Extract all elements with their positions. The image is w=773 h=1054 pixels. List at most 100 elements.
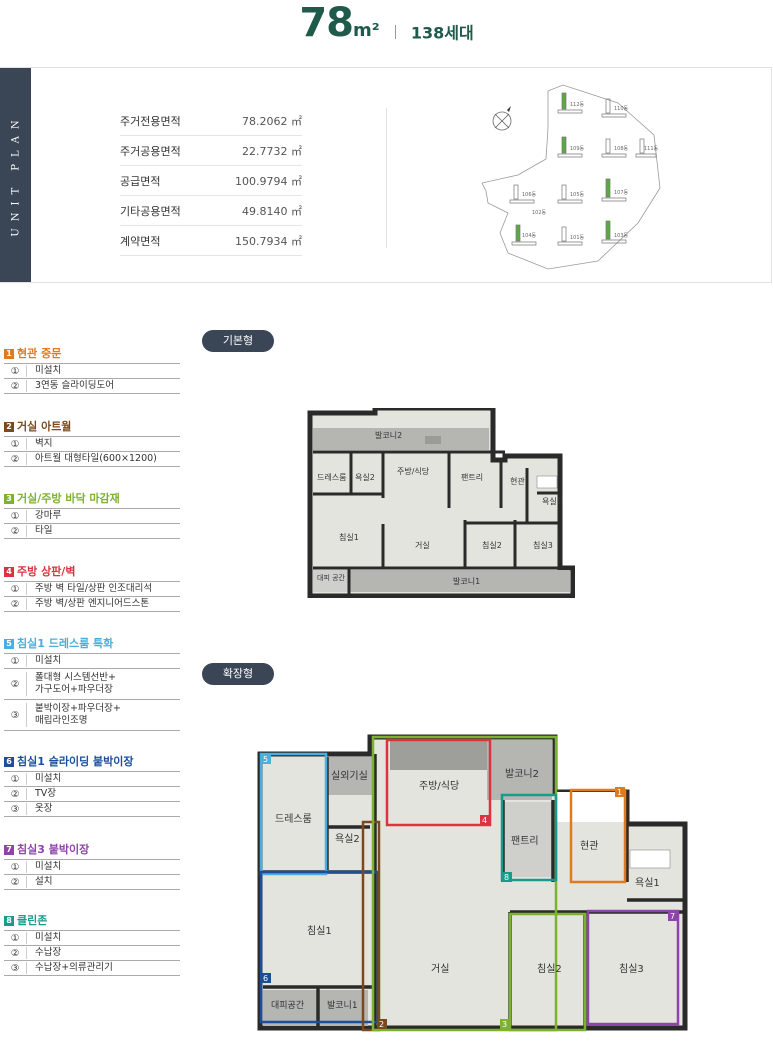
- balcony-area: [313, 570, 570, 592]
- option-box-4: [385, 738, 492, 827]
- utility-room: [327, 757, 372, 795]
- room-label: 드레스룸: [317, 473, 346, 482]
- item-number: ②: [10, 876, 20, 888]
- kitchen-counter: [425, 436, 441, 444]
- box-number: 7: [670, 912, 675, 921]
- option-number-badge: [500, 1019, 510, 1029]
- box-number: 2: [379, 1020, 384, 1029]
- room-label: 욕실2: [335, 833, 360, 845]
- box-number: 5: [263, 755, 268, 764]
- item-number: ①: [10, 583, 20, 595]
- building-label: 104동: [522, 233, 537, 239]
- shelter-area: [313, 570, 349, 592]
- item-text: 폴대형 시스템선반+ 가구도어+파우더장: [26, 672, 125, 696]
- item-text: 설치: [26, 876, 52, 888]
- area-value: 49.8140 ㎡: [242, 204, 302, 218]
- bathtub-icon: [536, 475, 558, 489]
- item-number: ②: [10, 678, 20, 690]
- option-box-5: [259, 752, 328, 876]
- room-label: 대피 공간: [317, 573, 346, 582]
- item-number: ①: [10, 438, 20, 450]
- item-number: ①: [10, 932, 20, 944]
- option-title: 거실 아트월: [17, 420, 72, 433]
- option-number-badge: 7: [4, 845, 14, 855]
- option-number-badge: 5: [4, 639, 14, 649]
- balcony-area: [487, 740, 552, 800]
- room-label: 욕실1: [635, 877, 660, 889]
- extended-plan-label: 확장형: [202, 663, 274, 685]
- option-title: 클린존: [17, 914, 48, 927]
- option-number-badge: [261, 754, 271, 764]
- box-number: 8: [504, 873, 509, 882]
- box-number: 4: [482, 816, 487, 825]
- item-number: ③: [10, 962, 20, 974]
- unit-plan-label: UNIT PLAN: [10, 113, 21, 237]
- building-label: 106동: [522, 192, 537, 198]
- room-label: 발코니1: [453, 576, 480, 586]
- room-label: 발코니2: [505, 768, 539, 780]
- room-label: 팬트리: [461, 473, 483, 482]
- vertical-divider: [386, 108, 387, 248]
- option-title: 현관 중문: [17, 347, 62, 360]
- room-label: 침실3: [533, 540, 553, 550]
- pantry-area: [503, 802, 553, 877]
- exterior-gap: [555, 792, 625, 822]
- site-boundary: [481, 84, 661, 270]
- item-text: 미설치: [26, 773, 61, 785]
- option-item: ③ 붙박이장+파우더장+ 매립라인조명: [4, 700, 180, 731]
- item-number: ③: [10, 709, 20, 721]
- area-label: 기타공용면적: [120, 204, 181, 218]
- shelter-area: [263, 990, 318, 1026]
- room-label: 드레스룸: [275, 813, 312, 825]
- option-title: 거실/주방 바닥 마감재: [17, 492, 120, 505]
- option-title: 침실1 드레스룸 특화: [17, 637, 114, 650]
- option-box-7: [586, 909, 680, 1026]
- item-text: 아트월 대형타일(600×1200): [26, 453, 157, 465]
- option-number-badge: 8: [4, 916, 14, 926]
- room-label: 현관: [510, 476, 525, 486]
- option-item: ① 미설치: [4, 860, 180, 875]
- option-title: 침실3 붙박이장: [17, 843, 90, 856]
- room-label: 침실3: [619, 963, 644, 975]
- area-row: 기타공용면적 49.8140 ㎡: [120, 196, 302, 226]
- room-label: 발코니2: [375, 430, 402, 440]
- item-text: 미설치: [26, 932, 61, 944]
- option-number-badge: 3: [4, 494, 14, 504]
- option-item: ① 미설치: [4, 772, 180, 787]
- room-label: 발코니1: [327, 1000, 358, 1011]
- option-number-badge: 6: [4, 757, 14, 767]
- item-number: ③: [10, 803, 20, 815]
- area-label: 공급면적: [120, 174, 161, 188]
- option-number-badge: [502, 872, 512, 882]
- area-value: 22.7732 ㎡: [242, 144, 302, 158]
- item-text: 미설치: [26, 365, 61, 377]
- unit-size: 78: [299, 0, 354, 46]
- page-title: 78m² 138세대: [0, 0, 773, 50]
- item-number: ①: [10, 861, 20, 873]
- item-text: 붙박이장+파우더장+ 매립라인조명: [26, 703, 125, 727]
- item-text: 미설치: [26, 861, 61, 873]
- item-number: ①: [10, 773, 20, 785]
- option-number-badge: [615, 787, 625, 797]
- site-plan-map: 112동 110동 109동 108동 111동 106동 105동 107동 …: [481, 84, 661, 270]
- room-label: 거실: [415, 540, 430, 550]
- building-label: 102동: [532, 210, 547, 216]
- option-item: ② 설치: [4, 875, 180, 890]
- item-number: ②: [10, 525, 20, 537]
